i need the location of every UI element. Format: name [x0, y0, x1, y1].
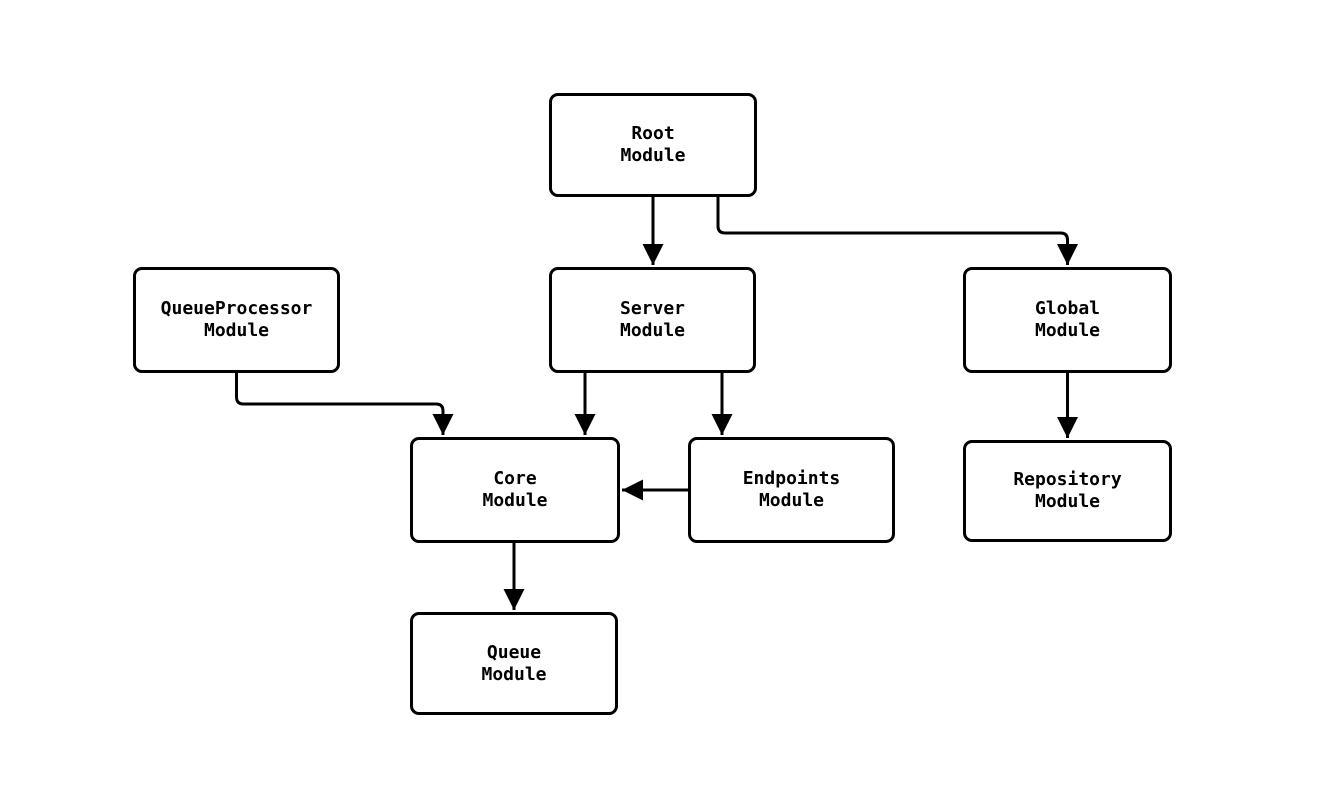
node-endpoints-module-label: Endpoints Module [742, 468, 841, 511]
node-core-module: Core Module [410, 437, 620, 543]
node-endpoints-module: Endpoints Module [688, 437, 895, 543]
node-queue-module: Queue Module [410, 612, 618, 715]
node-repository-module: Repository Module [963, 440, 1172, 542]
node-queue-module-label: Queue Module [481, 641, 547, 685]
node-queueprocessor-module-label: QueueProcessor Module [160, 298, 313, 341]
node-repository-module-label: Repository Module [1013, 469, 1122, 512]
node-server-module: Server Module [549, 267, 756, 373]
node-core-module-label: Core Module [482, 468, 548, 511]
edge-queueprocessor-to-core [235, 373, 454, 435]
node-global-module: Global Module [963, 267, 1172, 373]
node-root-module: Root Module [549, 93, 757, 197]
node-global-module-label: Global Module [1034, 298, 1101, 341]
edge-root-to-global [716, 197, 1078, 265]
node-server-module-label: Server Module [619, 298, 686, 341]
node-queueprocessor-module: QueueProcessor Module [133, 267, 340, 373]
node-root-module-label: Root Module [620, 123, 686, 166]
